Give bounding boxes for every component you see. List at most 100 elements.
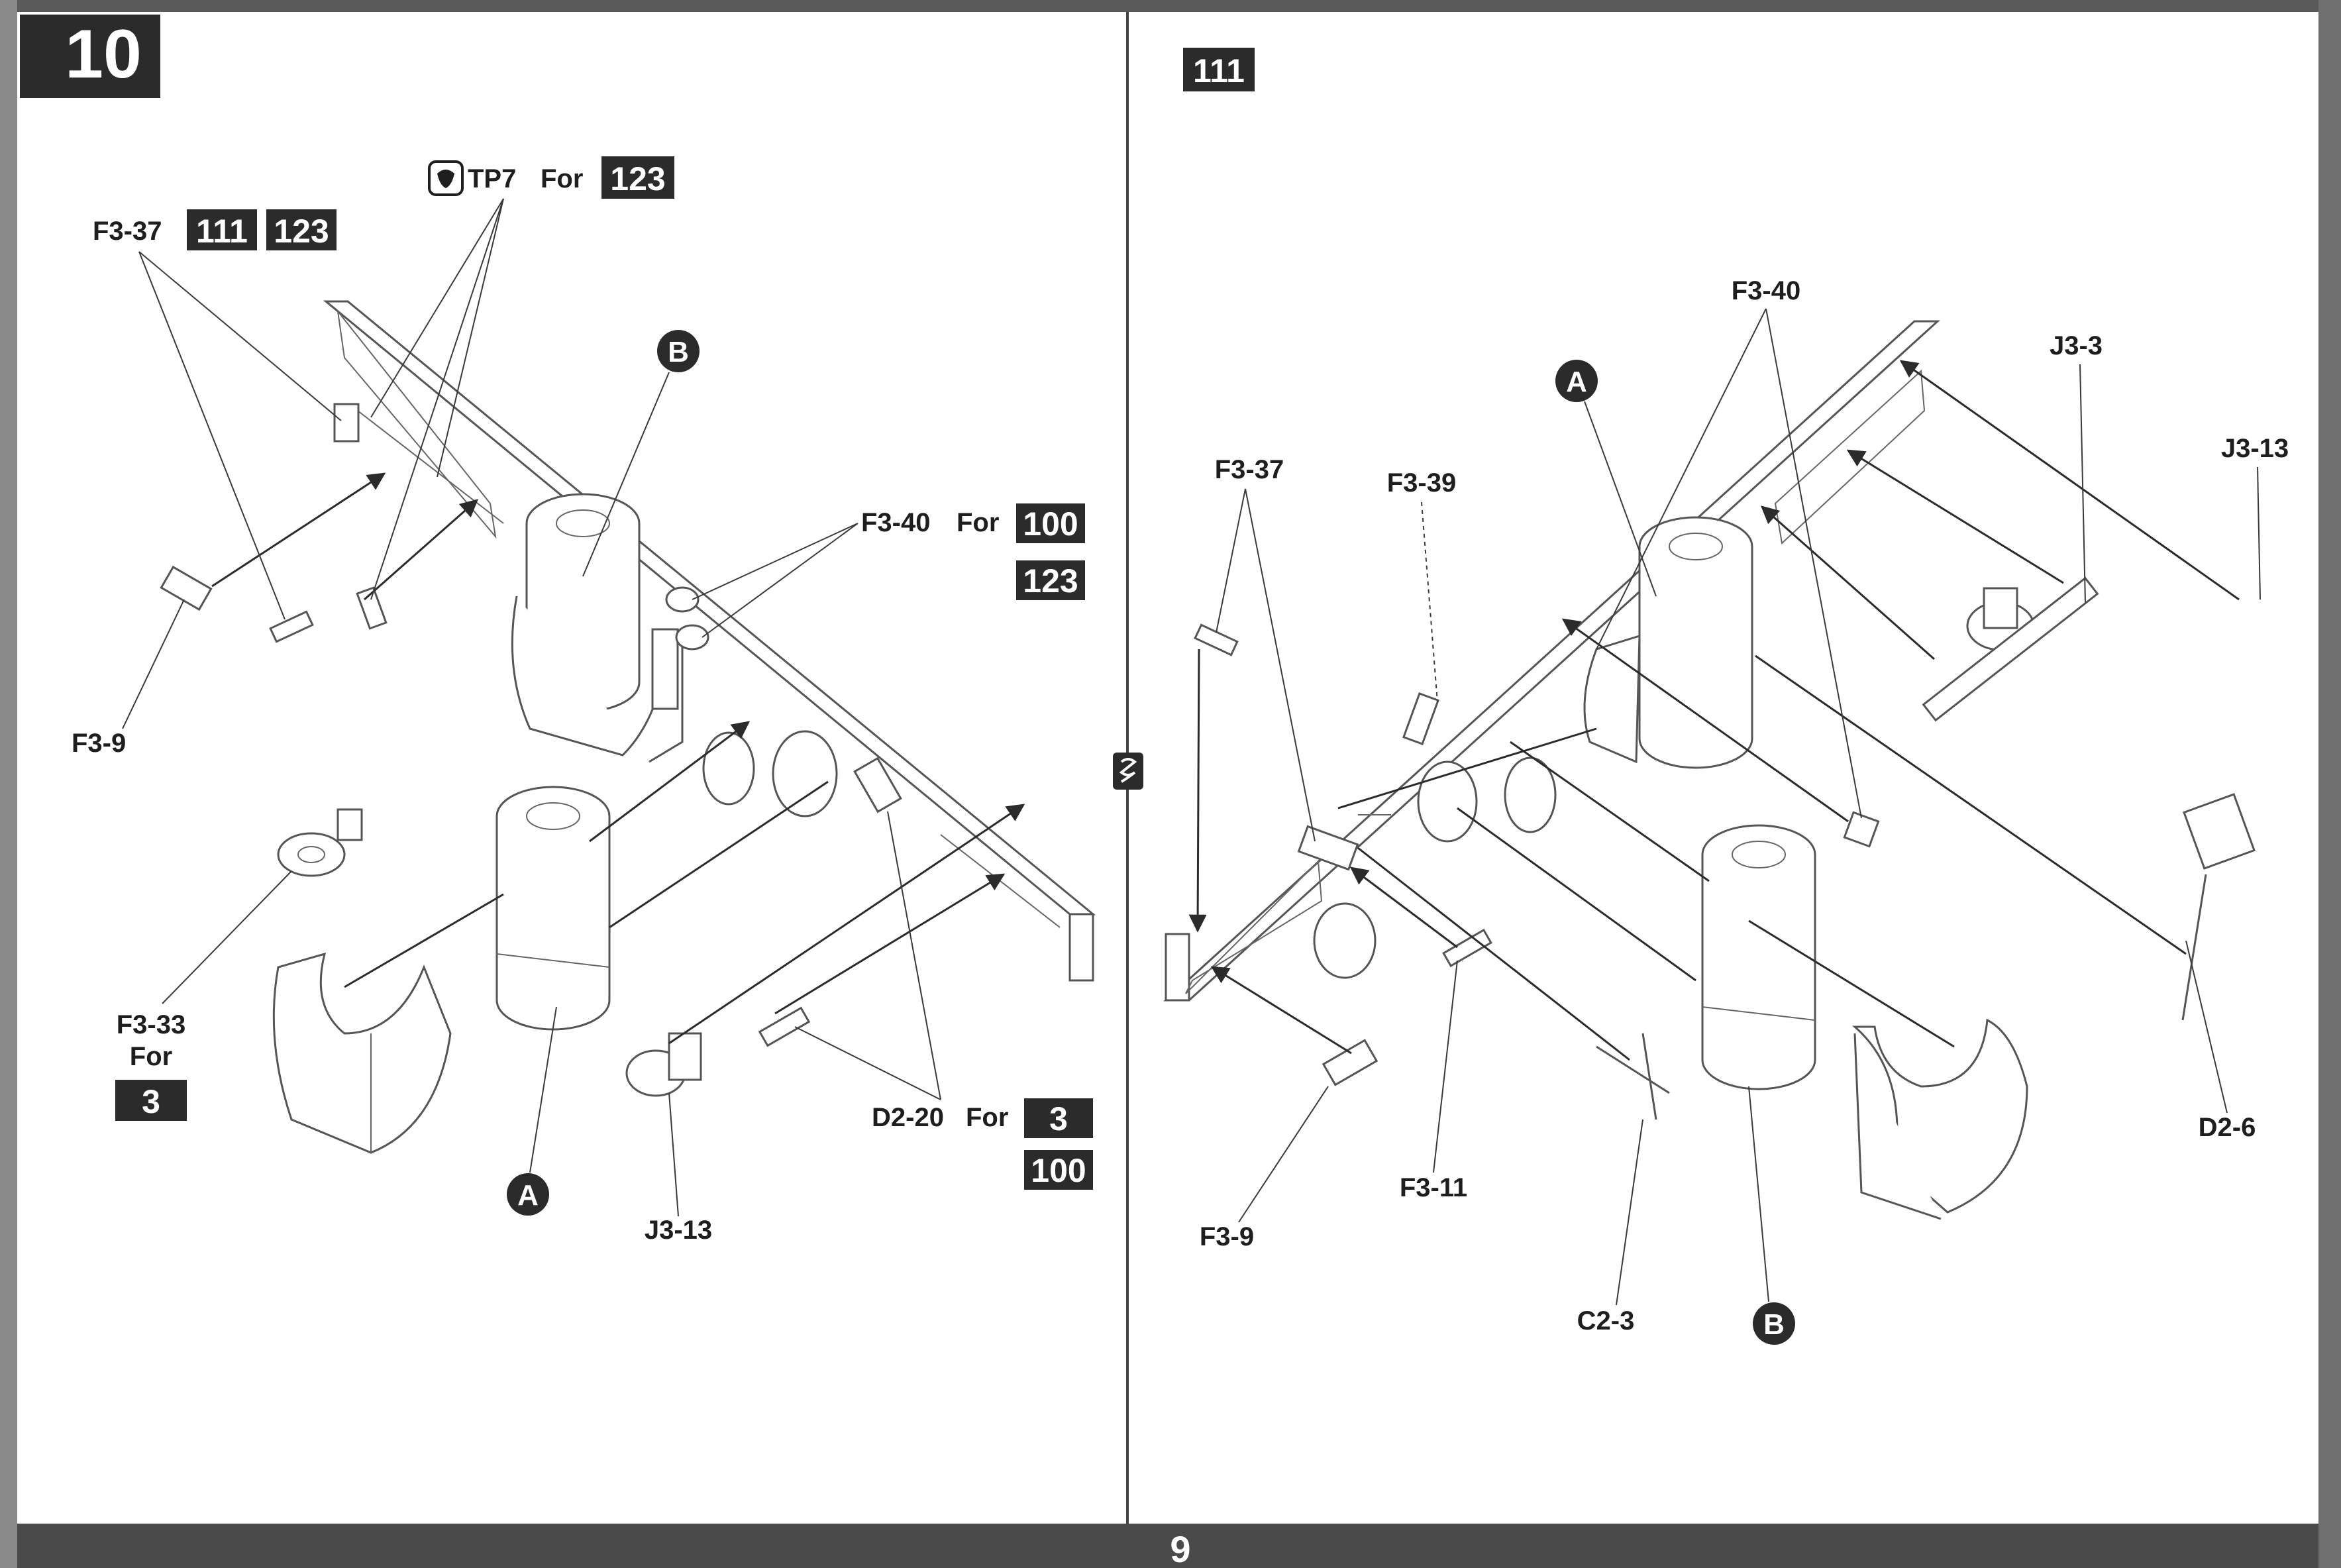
version-badge-text: 100	[1031, 1152, 1086, 1189]
svg-text:F3-40: F3-40	[1732, 276, 1801, 305]
svg-text:For: For	[130, 1042, 172, 1071]
callout-f3-40-right: F3-40	[1596, 276, 1862, 819]
hull-plate-right	[1163, 320, 1940, 1002]
part-c2-3	[1596, 1033, 1670, 1120]
svg-text:A: A	[1566, 366, 1587, 398]
callout-c2-3: C2-3	[1577, 1119, 1643, 1335]
part-f3-9-left	[160, 565, 213, 611]
callout-f3-9-left: F3-9	[72, 599, 185, 758]
callout-j3-3: J3-3	[2050, 331, 2103, 603]
version-badge-text: 111	[196, 213, 248, 250]
bottom-bar	[0, 1524, 2341, 1568]
bracket-left	[853, 757, 902, 813]
wrap-housing-right	[1852, 1018, 2028, 1220]
part-j3-13-left-mount	[668, 1032, 702, 1081]
left-panel: TP7 For 123 F3-37 111 123 B F3-40 For	[72, 156, 1096, 1245]
callout-f3-37: F3-37 111 123	[93, 209, 342, 620]
svg-text:D2-20: D2-20	[872, 1103, 944, 1132]
svg-text:J3-13: J3-13	[2221, 434, 2289, 463]
hull-plate-left	[323, 300, 1096, 982]
right-panel: 111	[1163, 48, 2289, 1345]
top-edge-bar	[0, 0, 2341, 12]
callout-j3-13-left: J3-13	[645, 1092, 712, 1245]
version-badge	[601, 156, 674, 199]
version-badge-text: 123	[610, 160, 665, 197]
left-edge-bar	[0, 0, 17, 1568]
part-j3-13-right-mount	[1983, 587, 2018, 629]
drum-assembly-right-upper	[1583, 516, 1753, 769]
disc-left-2	[772, 730, 838, 817]
svg-text:F3-9: F3-9	[72, 729, 126, 758]
svg-text:B: B	[1763, 1308, 1785, 1341]
callout-d2-6: D2-6	[2185, 940, 2256, 1142]
svg-text:F3-9: F3-9	[1200, 1222, 1254, 1251]
spring-icon	[1113, 753, 1143, 790]
part-f3-40-left-2	[675, 624, 709, 651]
callout-d2-20: D2-20 For 3 100	[794, 811, 1093, 1190]
drum-assembly-upper	[511, 493, 684, 763]
disc-right-2	[1504, 757, 1557, 833]
part-f3-40-right	[1843, 811, 1880, 848]
version-badge	[115, 1080, 187, 1121]
callout-f3-39: F3-39	[1387, 468, 1457, 703]
marker-b-left: B	[582, 330, 700, 577]
part-f3-37-left	[269, 610, 314, 643]
callout-j3-13-right: J3-13	[2221, 434, 2289, 600]
svg-text:B: B	[668, 336, 689, 368]
svg-text:J3-13: J3-13	[645, 1216, 712, 1245]
version-badge	[1183, 48, 1255, 91]
version-badge	[1024, 1150, 1093, 1190]
callout-tp7: TP7 For 123	[370, 156, 674, 600]
svg-text:A: A	[517, 1179, 539, 1212]
part-f3-37-right	[1194, 623, 1239, 656]
part-f3-40-left-1	[665, 586, 700, 613]
svg-text:TP7: TP7	[468, 164, 516, 193]
callout-f3-9-right: F3-9	[1200, 1086, 1329, 1251]
svg-text:D2-6: D2-6	[2199, 1113, 2256, 1142]
wrap-housing-left	[272, 952, 452, 1154]
part-f3-9-right	[1322, 1039, 1379, 1086]
drum-assembly-right-lower	[1701, 824, 1816, 1090]
page-number: 9	[1170, 1528, 1190, 1568]
version-badge	[187, 209, 257, 250]
version-badge-text: 123	[274, 213, 329, 250]
version-badge-text: 3	[1049, 1100, 1068, 1137]
callout-f3-33: F3-33 For 3	[115, 870, 292, 1121]
step-number-box	[20, 15, 160, 98]
svg-text:F3-37: F3-37	[1215, 455, 1284, 484]
marker-a-left: A	[507, 1006, 557, 1216]
part-tp7-left	[356, 586, 388, 630]
disc-right-1	[1417, 760, 1478, 843]
version-badge	[1016, 560, 1085, 600]
disc-left-1	[702, 731, 755, 806]
svg-text:J3-3: J3-3	[2050, 331, 2103, 360]
svg-text:C2-3: C2-3	[1577, 1306, 1635, 1335]
part-d2-20-left	[758, 1006, 811, 1047]
callout-f3-40-left: F3-40 For 100 123	[692, 503, 1085, 638]
version-badge	[1024, 1098, 1093, 1138]
version-badge	[1016, 503, 1085, 543]
marker-a-right: A	[1555, 360, 1657, 597]
guide-bracket-right	[1297, 825, 1359, 871]
callout-f3-11: F3-11	[1400, 960, 1467, 1202]
step-number: 10	[65, 16, 142, 93]
svg-text:F3-39: F3-39	[1387, 468, 1457, 497]
svg-text:F3-37: F3-37	[93, 217, 162, 246]
part-d2-6-rod	[2181, 874, 2207, 1021]
version-badge-text: 111	[1193, 52, 1245, 89]
svg-text:For: For	[541, 164, 583, 193]
version-badge	[266, 209, 337, 250]
right-edge-bar	[2318, 0, 2341, 1568]
svg-text:For: For	[966, 1103, 1008, 1132]
svg-text:F3-11: F3-11	[1400, 1173, 1467, 1202]
svg-text:F3-33: F3-33	[117, 1010, 186, 1039]
drum-assembly-lower	[495, 786, 611, 1031]
svg-text:F3-40: F3-40	[861, 508, 931, 537]
idler-wheel-right	[1313, 902, 1377, 979]
part-f3-33	[277, 808, 363, 877]
svg-text:For: For	[957, 508, 999, 537]
part-f3-11	[1442, 928, 1492, 968]
version-badge-text: 123	[1023, 562, 1078, 600]
callout-f3-37-right: F3-37	[1215, 455, 1316, 842]
